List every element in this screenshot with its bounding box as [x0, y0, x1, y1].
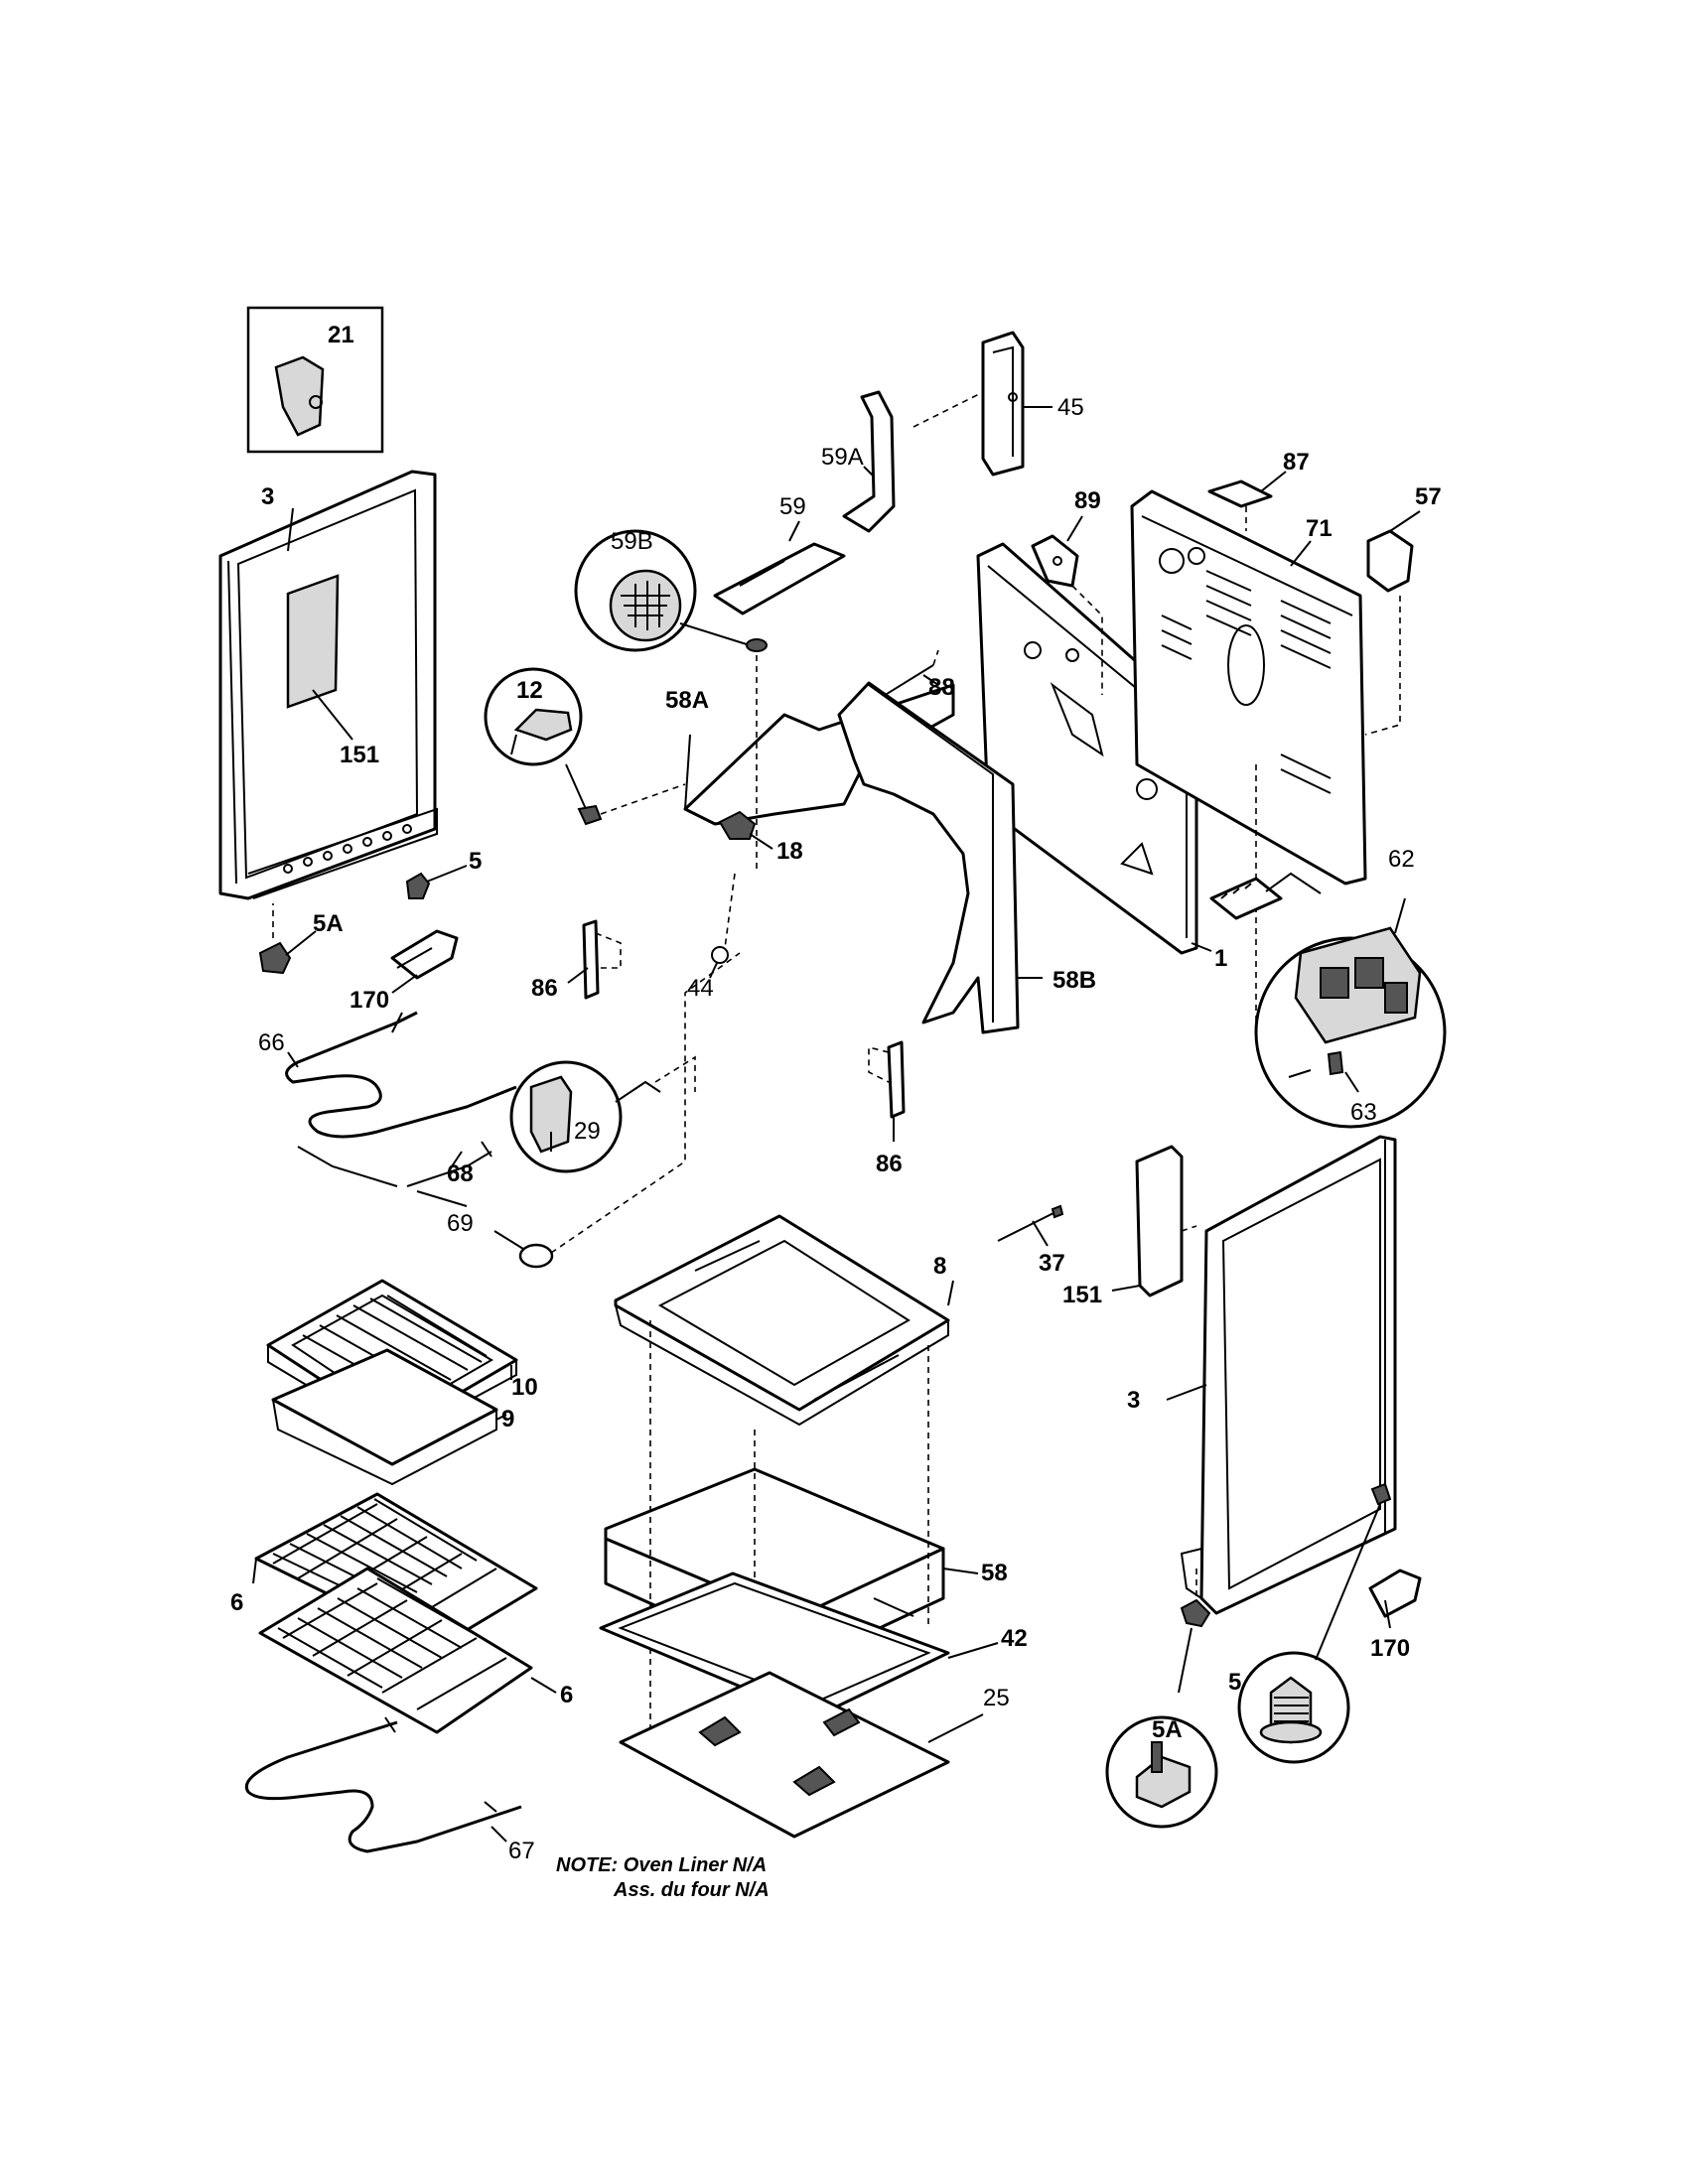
label-87: 87 — [1283, 449, 1310, 476]
label-59: 59 — [779, 493, 806, 520]
bracket-5A-left — [258, 903, 317, 975]
label-170-left: 170 — [350, 987, 389, 1014]
label-6-upper: 6 — [230, 1589, 243, 1616]
switch-29-callout — [509, 1060, 661, 1173]
label-66: 66 — [258, 1029, 285, 1056]
hinge-170-left — [390, 929, 459, 994]
label-5A-left: 5A — [313, 910, 344, 937]
label-5-left: 5 — [469, 848, 482, 875]
bracket-18 — [718, 810, 773, 850]
label-5-right: 5 — [1228, 1669, 1241, 1696]
label-63: 63 — [1350, 1099, 1377, 1126]
bracket-45 — [981, 331, 1052, 477]
label-86-left: 86 — [531, 975, 558, 1002]
label-68: 68 — [447, 1160, 474, 1187]
oven-rack-6-lower — [258, 1567, 557, 1734]
part-21-inset — [246, 306, 384, 454]
label-18: 18 — [776, 838, 803, 865]
label-12: 12 — [516, 677, 543, 704]
label-67: 67 — [508, 1838, 535, 1864]
label-88: 88 — [928, 674, 955, 701]
terminal-block-62-callout — [1254, 897, 1447, 1129]
label-29: 29 — [574, 1118, 601, 1145]
bracket-86-mid — [868, 1040, 906, 1142]
lens-69 — [493, 952, 741, 1269]
leveling-leg-right — [1237, 1482, 1392, 1764]
left-side-panel — [218, 470, 438, 900]
label-37: 37 — [1039, 1250, 1065, 1277]
label-58: 58 — [981, 1560, 1008, 1586]
bracket-5A-right — [1105, 1569, 1218, 1829]
right-side-panel — [1166, 1135, 1397, 1615]
label-3-left: 3 — [261, 483, 274, 510]
label-25: 25 — [983, 1685, 1010, 1711]
element-68 — [297, 1141, 492, 1207]
bake-element-66 — [285, 1011, 517, 1139]
clip-87 — [1207, 471, 1287, 508]
insulation-58B — [837, 681, 1043, 1034]
label-42: 42 — [1001, 1625, 1028, 1652]
label-21: 21 — [328, 322, 354, 348]
filter-59B-callout — [574, 529, 768, 652]
label-59B: 59B — [611, 528, 653, 555]
label-1: 1 — [1214, 945, 1227, 972]
label-151-right: 151 — [1062, 1282, 1102, 1308]
label-5A-right: 5A — [1152, 1716, 1183, 1743]
terminal-strip-62 — [1209, 872, 1322, 920]
label-170-right: 170 — [1370, 1635, 1410, 1662]
note-line-2: Ass. du four N/A — [613, 1879, 770, 1901]
label-151-left: 151 — [340, 742, 379, 768]
bracket-86-left — [567, 919, 622, 1000]
note-line-1: NOTE: Oven Liner N/A — [556, 1854, 767, 1876]
broil-element-67 — [245, 1716, 522, 1853]
leveling-leg-left — [405, 865, 468, 899]
label-58A: 58A — [665, 687, 709, 714]
label-86-mid: 86 — [876, 1151, 903, 1177]
label-57: 57 — [1415, 483, 1442, 510]
label-10: 10 — [511, 1374, 538, 1401]
plate-57 — [1366, 510, 1421, 593]
label-8: 8 — [933, 1253, 946, 1280]
label-89: 89 — [1074, 487, 1101, 514]
lamp-44 — [709, 873, 736, 979]
wire-37 — [997, 1204, 1064, 1247]
oven-bottom-8 — [614, 1214, 954, 1427]
bracket-89 — [1031, 515, 1083, 588]
sensor-12-callout — [484, 667, 603, 826]
broiler-pan-9 — [271, 1348, 507, 1486]
bracket-151-right — [1111, 1145, 1197, 1297]
label-3-right: 3 — [1127, 1387, 1140, 1414]
rear-panel-71 — [1130, 489, 1367, 886]
label-58B: 58B — [1052, 967, 1096, 994]
label-59A: 59A — [821, 444, 864, 471]
bottom-plate-25 — [619, 1671, 984, 1839]
duct-59A — [842, 390, 896, 533]
label-45: 45 — [1057, 394, 1084, 421]
label-6-lower: 6 — [560, 1682, 573, 1708]
label-44: 44 — [687, 975, 714, 1002]
hinge-170-right — [1368, 1569, 1422, 1629]
label-69: 69 — [447, 1210, 474, 1237]
label-62: 62 — [1388, 846, 1415, 873]
duct-59 — [713, 520, 846, 615]
label-9: 9 — [501, 1406, 514, 1433]
label-71: 71 — [1306, 515, 1333, 542]
